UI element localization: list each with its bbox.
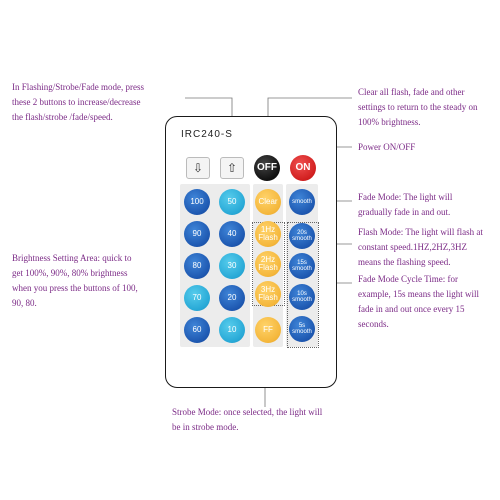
smooth-20s-button[interactable]: 20s smooth — [289, 223, 315, 249]
brightness-40-button[interactable]: 40 — [219, 221, 245, 247]
button-label: 60 — [192, 325, 202, 334]
brightness-100-button[interactable]: 100 — [184, 189, 210, 215]
button-label: 15s smooth — [292, 260, 312, 272]
button-label: 5s smooth — [292, 323, 312, 335]
remote-model-label: IRC240-S — [181, 129, 233, 140]
on-label: ON — [295, 162, 311, 173]
button-label: FF — [263, 325, 273, 334]
brightness-50-button[interactable]: 50 — [219, 189, 245, 215]
brightness-10-button[interactable]: 10 — [219, 317, 245, 343]
button-label: 1Hz Flash — [258, 225, 278, 242]
on-button[interactable]: ON — [290, 155, 316, 181]
brightness-20-button[interactable]: 20 — [219, 285, 245, 311]
brightness-note: Brightness Setting Area: quick to get 10… — [12, 253, 138, 308]
fade-cycle-note: Fade Mode Cycle Time: for example, 15s m… — [358, 274, 479, 329]
brightness-30-button[interactable]: 30 — [219, 253, 245, 279]
button-label: 10 — [227, 325, 237, 334]
button-label: 30 — [227, 261, 237, 270]
flash-3hz-button[interactable]: 3Hz Flash — [255, 281, 281, 307]
brightness-60-button[interactable]: 60 — [184, 317, 210, 343]
button-label: 3Hz Flash — [258, 285, 278, 302]
smooth-fade-button[interactable]: smooth — [289, 189, 315, 215]
button-label: smooth — [292, 199, 312, 205]
off-button[interactable]: OFF — [254, 155, 280, 181]
speed-down-button[interactable]: ⇩ — [186, 157, 210, 179]
smooth-15s-button[interactable]: 15s smooth — [289, 253, 315, 279]
smooth-5s-button[interactable]: 5s smooth — [289, 316, 315, 342]
brightness-70-button[interactable]: 70 — [184, 285, 210, 311]
power-note: Power ON/OFF — [358, 142, 416, 152]
down-arrow-icon: ⇩ — [192, 161, 204, 175]
button-label: 100 — [190, 197, 204, 206]
brightness-90-button[interactable]: 90 — [184, 221, 210, 247]
button-label: 80 — [192, 261, 202, 270]
speed-up-button[interactable]: ⇧ — [220, 157, 244, 179]
smooth-10s-button[interactable]: 10s smooth — [289, 284, 315, 310]
flash-mode-note: Flash Mode: The light will flash at cons… — [358, 227, 483, 267]
off-label: OFF — [257, 162, 277, 173]
button-label: 2Hz Flash — [258, 255, 278, 272]
flash-speed-note: In Flashing/Strobe/Fade mode, press thes… — [12, 82, 144, 122]
fade-mode-note: Fade Mode: The light will gradually fade… — [358, 192, 453, 217]
button-label: 20 — [227, 293, 237, 302]
strobe-note: Strobe Mode: once selected, the light wi… — [172, 407, 323, 432]
strobe-ff-button[interactable]: FF — [255, 317, 281, 343]
flash-2hz-button[interactable]: 2Hz Flash — [255, 251, 281, 277]
fade-cycle-group — [287, 222, 319, 348]
flash-1hz-button[interactable]: 1Hz Flash — [255, 221, 281, 247]
brightness-80-button[interactable]: 80 — [184, 253, 210, 279]
button-label: 90 — [192, 229, 202, 238]
up-arrow-icon: ⇧ — [226, 161, 238, 175]
button-label: 10s smooth — [292, 291, 312, 303]
button-label: Clear — [258, 197, 278, 206]
clear-button[interactable]: Clear — [255, 189, 281, 215]
button-label: 50 — [227, 197, 237, 206]
clear-note: Clear all flash, fade and other settings… — [358, 87, 478, 127]
button-label: 40 — [227, 229, 237, 238]
button-label: 20s smooth — [292, 230, 312, 242]
button-label: 70 — [192, 293, 202, 302]
